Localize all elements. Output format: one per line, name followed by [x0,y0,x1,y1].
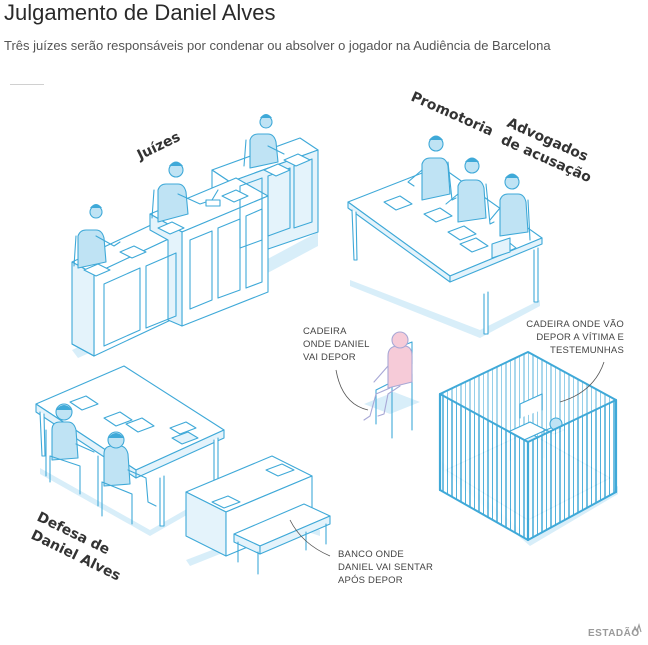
leader-witness-chair [559,361,605,403]
prosecutor-figure [407,135,457,201]
label-daniel-chair-line2: ONDE DANIEL [303,339,370,350]
page-title: Julgamento de Daniel Alves [4,0,276,25]
defense-lawyer-figure-1 [45,403,95,495]
leader-bench [289,519,331,557]
judge-figure-left [73,204,121,269]
judge-figure-center [151,161,207,223]
defense-lawyer-figure-2 [97,431,157,525]
judge-figure-right [243,114,285,169]
label-bench-line3: APÓS DEPOR [338,575,403,586]
label-daniel-chair-line3: VAI DEPOR [303,352,356,363]
defense-table [35,365,225,536]
divider [10,84,44,85]
accusation-lawyer-figure-1 [445,157,495,225]
page-subtitle: Três juízes serão responsáveis por conde… [4,38,551,53]
prosecution-table [347,165,543,338]
daniel-bench [185,455,331,575]
brand-mark-icon [631,622,642,635]
label-witness-chair-line2: DEPOR A VÍTIMA E [536,332,624,343]
leader-daniel-chair [335,369,369,411]
label-witness-chair-line3: TESTEMUNHAS [550,345,624,356]
label-witness-chair-line1: CADEIRA ONDE VÃO [526,319,624,330]
accusation-lawyer-figure-2 [489,173,531,241]
label-bench-line1: BANCO ONDE [338,549,404,560]
witness-cage [438,351,618,546]
daniel-figure [363,331,413,421]
judges-bench [71,137,319,358]
label-bench-line2: DANIEL VAI SENTAR [338,562,433,573]
brand-logo: ESTADÃO [588,626,640,639]
label-daniel-chair-line1: CADEIRA [303,326,347,337]
label-prosecution: Promotoria [408,89,495,140]
label-judges: Juízes [134,129,183,164]
